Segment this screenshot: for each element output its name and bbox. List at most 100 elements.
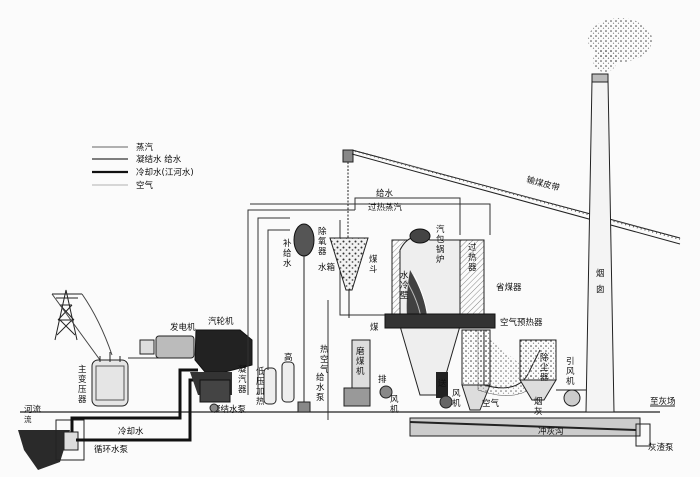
forced-fan: 送 风 机 空气 <box>436 372 500 409</box>
svg-text:高: 高 <box>284 352 293 363</box>
legend-label-air: 空气 <box>136 180 154 191</box>
svg-text:冷: 冷 <box>400 280 409 291</box>
condenser: 凝结水泵 凝 汽 器 <box>199 364 247 415</box>
feed-water-top-label: 给水 <box>376 188 394 199</box>
svg-text:磨: 磨 <box>356 346 365 357</box>
svg-text:除: 除 <box>540 352 549 363</box>
boiler: 水 冷 壁 汽 包 锅 炉 过 热 器 省煤器 <box>384 224 522 396</box>
coal-mill: 磨 煤 机 <box>343 339 371 407</box>
river: 河流 流 <box>18 404 85 470</box>
generator-label: 发电机 <box>170 322 196 333</box>
legend-label-cooling: 冷却水(江河水) <box>136 167 194 178</box>
ash-pump-label: 灰渣泵 <box>648 442 674 453</box>
deaerator: 补 给 水 <box>283 223 315 413</box>
dust-collector: 除 尘 器 烟 灰 <box>519 339 557 417</box>
svg-text:氧: 氧 <box>318 236 327 247</box>
legend-label-condensate: 凝结水 给水 <box>136 154 182 165</box>
svg-text:灰: 灰 <box>534 406 543 417</box>
svg-text:压: 压 <box>256 377 265 387</box>
ash-channel-label: 冲灰沟 <box>538 426 564 437</box>
ash-channel: 冲灰沟 灰渣泵 至灰场 <box>409 396 676 453</box>
svg-text:热: 热 <box>320 344 329 355</box>
svg-text:给: 给 <box>316 372 325 383</box>
svg-text:排: 排 <box>378 374 387 385</box>
svg-text:热: 热 <box>468 252 477 263</box>
svg-text:补: 补 <box>283 238 292 249</box>
svg-text:煤: 煤 <box>356 356 365 367</box>
svg-text:器: 器 <box>468 263 477 273</box>
svg-text:水: 水 <box>316 382 325 393</box>
svg-text:囱: 囱 <box>596 284 605 295</box>
svg-text:机: 机 <box>390 404 399 415</box>
svg-text:除: 除 <box>318 226 327 237</box>
svg-text:机: 机 <box>356 366 365 377</box>
svg-text:烟: 烟 <box>596 269 605 279</box>
air-preheater-label: 空气预热器 <box>500 317 543 328</box>
svg-text:炉: 炉 <box>436 254 445 265</box>
coal-conveyor: 输煤皮带 <box>351 149 681 245</box>
svg-text:变: 变 <box>78 374 87 385</box>
exhaust-fan: 排 风 机 <box>378 374 399 415</box>
transmission-tower <box>51 289 113 361</box>
svg-text:给: 给 <box>283 248 292 259</box>
svg-text:壁: 壁 <box>400 290 409 301</box>
svg-text:送: 送 <box>438 378 447 389</box>
svg-text:空: 空 <box>320 354 329 365</box>
water-tank: 除 氧 器 水箱 <box>318 226 336 273</box>
turbine-label: 汽轮机 <box>208 316 234 327</box>
cooling-water-label: 冷却水 <box>118 426 144 437</box>
svg-text:机: 机 <box>452 398 461 409</box>
generator: 发电机 <box>128 322 196 359</box>
svg-text:泵: 泵 <box>316 393 325 403</box>
svg-text:风: 风 <box>566 367 575 377</box>
superheated-steam-label: 过热蒸汽 <box>368 202 403 213</box>
svg-text:加: 加 <box>256 386 265 397</box>
smoke <box>588 18 652 72</box>
svg-text:器: 器 <box>238 385 247 395</box>
lp-heater: 低 压 加 热 <box>256 366 277 407</box>
svg-text:风: 风 <box>390 395 399 405</box>
legend: 蒸汽 凝结水 给水 冷却水(江河水) 空气 <box>92 142 194 191</box>
svg-text:水: 水 <box>283 258 292 269</box>
svg-text:气: 气 <box>320 364 329 375</box>
svg-text:器: 器 <box>318 247 327 257</box>
to-ash-yard-label: 至灰场 <box>650 396 676 407</box>
coal-hopper: 煤 斗 <box>329 149 378 318</box>
svg-text:水: 水 <box>400 270 409 281</box>
coal-label: 煤 <box>370 322 379 333</box>
hp-heater: 高 <box>281 352 295 403</box>
svg-text:过: 过 <box>468 242 477 253</box>
svg-text:器: 器 <box>78 395 87 405</box>
svg-text:包: 包 <box>436 234 445 245</box>
condensate-pump-label: 凝结水泵 <box>212 404 247 415</box>
svg-text:机: 机 <box>566 376 575 387</box>
svg-text:汽: 汽 <box>238 374 247 385</box>
river-label: 河流 <box>24 404 42 415</box>
svg-text:风: 风 <box>452 389 461 399</box>
svg-text:热: 热 <box>256 396 265 407</box>
circ-pump-label: 循环水泵 <box>94 444 129 455</box>
svg-text:凝: 凝 <box>238 364 247 375</box>
svg-text:尘: 尘 <box>540 362 549 373</box>
main-transformer-label-1: 主 <box>78 364 87 375</box>
air-label: 空气 <box>482 398 500 409</box>
water-tank-label: 水箱 <box>318 262 336 273</box>
svg-text:流: 流 <box>24 414 32 424</box>
main-transformer: 主 变 压 器 <box>78 352 129 407</box>
coal-conveyor-label: 输煤皮带 <box>525 174 561 194</box>
economizer-label: 省煤器 <box>496 282 522 293</box>
legend-label-steam: 蒸汽 <box>136 142 154 153</box>
svg-text:锅: 锅 <box>436 244 445 255</box>
svg-text:汽: 汽 <box>436 224 445 235</box>
induced-fan: 引 风 机 <box>556 357 586 407</box>
svg-text:煤: 煤 <box>369 254 378 265</box>
svg-text:引: 引 <box>566 357 575 367</box>
svg-text:低: 低 <box>256 366 265 377</box>
svg-text:烟: 烟 <box>534 397 543 407</box>
svg-text:压: 压 <box>78 385 87 395</box>
chimney: 烟 囱 <box>585 18 652 413</box>
svg-text:器: 器 <box>540 373 549 383</box>
svg-text:斗: 斗 <box>369 265 378 275</box>
